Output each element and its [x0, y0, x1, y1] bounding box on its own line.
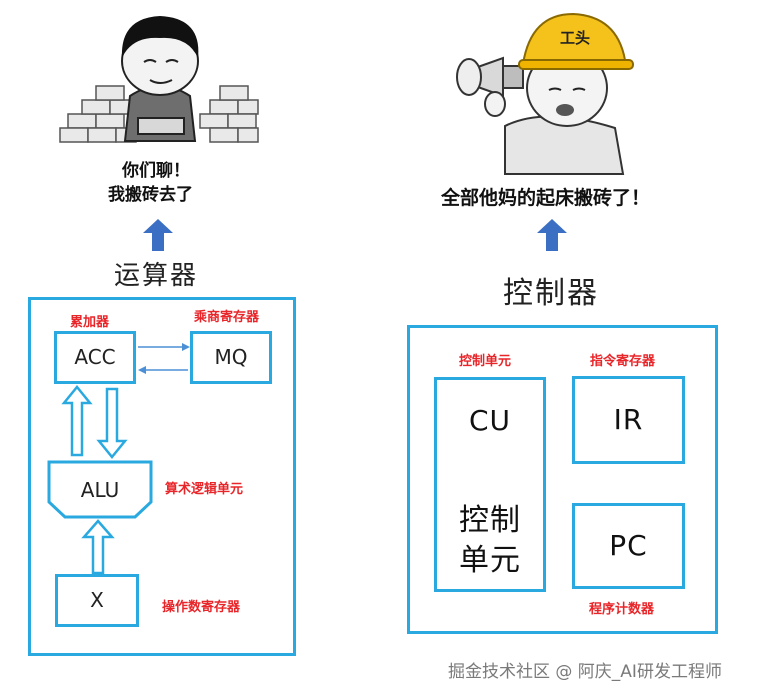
- alu-label: ALU: [80, 478, 120, 502]
- arrow-up-icon: [143, 219, 173, 251]
- pc-tag: 程序计数器: [589, 602, 655, 617]
- cu-unit: [434, 377, 546, 592]
- worker-meme-illustration: [59, 16, 259, 143]
- cu-outer-frame: [407, 325, 718, 634]
- helmet-text: 工头: [560, 29, 591, 47]
- x-tag: 操作数寄存器: [162, 600, 241, 615]
- x-label: X: [90, 588, 104, 612]
- pc-label: PC: [609, 529, 648, 562]
- ir-tag: 指令寄存器: [590, 354, 656, 369]
- acc-mq-arrows: [138, 343, 190, 374]
- acc-label: ACC: [74, 345, 116, 369]
- cu-subtext-line1: 控制: [459, 503, 521, 538]
- alu-section-title: 运算器: [114, 261, 199, 291]
- alu-outer-frame: [28, 297, 296, 656]
- acc-alu-arrows: [61, 385, 128, 459]
- cu-section-title: 控制器: [503, 276, 599, 311]
- watermark-text: 掘金技术社区 @ 阿庆_AI研发工程师: [448, 662, 722, 682]
- foreman-meme-illustration: [456, 12, 635, 175]
- cu-label: CU: [468, 404, 512, 437]
- x-alu-arrow: [81, 519, 115, 575]
- mq-tag: 乘商寄存器: [194, 310, 260, 325]
- ir-register: [572, 376, 685, 464]
- mq-register: [190, 331, 272, 384]
- worker-caption-line2: 我搬砖去了: [108, 185, 193, 205]
- alu-tag: 算术逻辑单元: [165, 482, 244, 497]
- ir-label: IR: [613, 403, 644, 436]
- acc-register: [54, 331, 136, 384]
- worker-caption-line1: 你们聊！: [122, 161, 190, 181]
- acc-tag: 累加器: [70, 315, 110, 330]
- cu-subtext-line2: 单元: [459, 543, 521, 578]
- x-register: [55, 574, 139, 627]
- foreman-caption: 全部他妈的起床搬砖了！: [441, 187, 651, 209]
- alu-unit-shape: [47, 460, 153, 519]
- pc-register: [572, 503, 685, 589]
- mq-label: MQ: [214, 345, 248, 369]
- arrow-up-icon: [537, 219, 567, 251]
- cu-tag: 控制单元: [459, 354, 512, 369]
